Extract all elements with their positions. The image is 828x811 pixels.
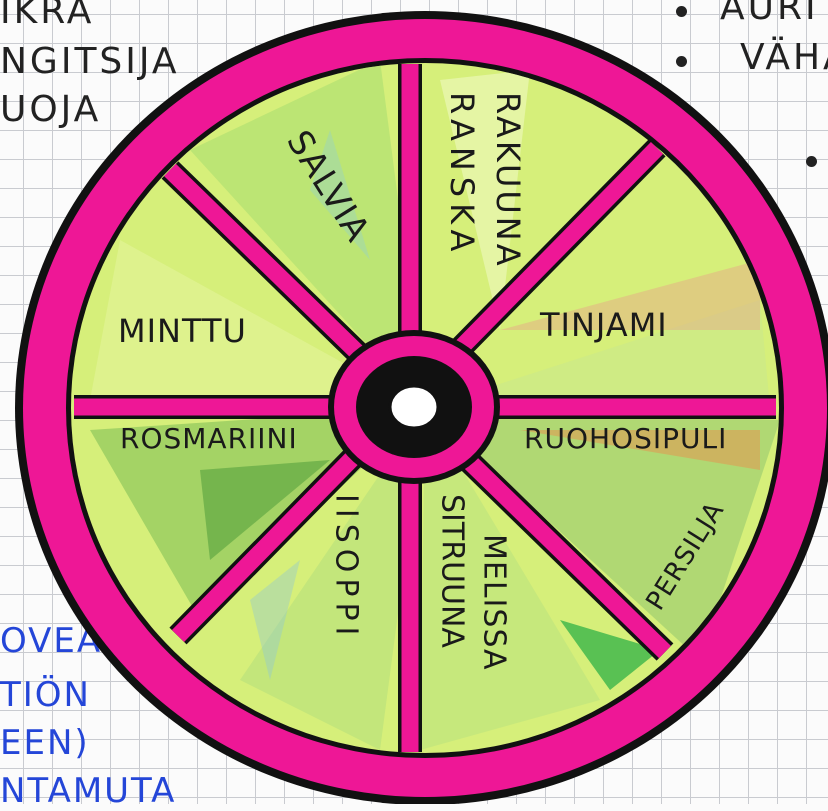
herb-label-ruohosipuli: RUOHOSIPULI (524, 422, 727, 455)
herb-label-melissa: MELISSA (477, 534, 512, 671)
herb-label-timjami: TINJAMI (539, 306, 668, 344)
wheel-hub (328, 330, 500, 484)
herb-label-rosmariini: ROSMARIINI (120, 422, 298, 455)
herb-label-iisoppi: IISOPPI (329, 494, 364, 641)
herb-label-ranska: RANSKA (443, 92, 481, 257)
herb-label-sitruuna: SITRUUNA (435, 494, 470, 648)
herb-label-minttu: MINTTU (118, 312, 247, 350)
herb-label-rakuuna: RAKUUNA (489, 92, 527, 269)
